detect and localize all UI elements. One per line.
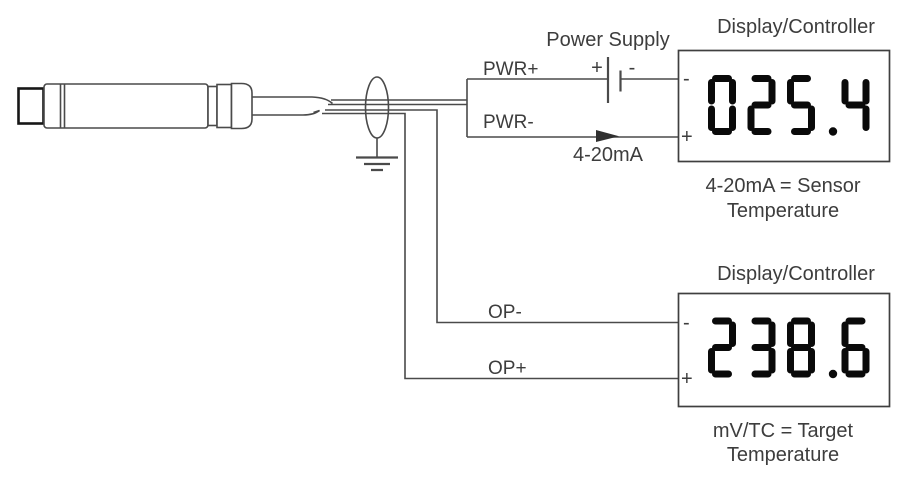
sensor-collar <box>216 83 233 129</box>
op-plus-label: OP+ <box>488 358 527 379</box>
display-1-minus-terminal: - <box>683 68 690 90</box>
display-controller-1: Display/Controller - + 4-20mA = Sensor T… <box>677 16 891 222</box>
sensor-band <box>207 85 218 127</box>
display-controller-2: Display/Controller - + mV/TC = Target Te… <box>677 263 891 466</box>
display-1-plus-terminal: + <box>681 126 693 148</box>
display-1-caption-line2: Temperature <box>727 200 839 222</box>
op-plus-wire <box>322 112 678 380</box>
battery-plus-label: + <box>591 57 603 79</box>
display-2-caption-line1: mV/TC = Target <box>713 420 854 442</box>
display-2-seven-segment-value <box>708 317 870 379</box>
display-1-title: Display/Controller <box>717 16 875 38</box>
sensor-body <box>43 83 209 129</box>
battery-minus-label: - <box>629 57 636 79</box>
power-supply-label: Power Supply <box>546 29 669 51</box>
pwr-minus-label: PWR- <box>483 112 534 133</box>
cable-gland <box>230 82 253 130</box>
display-2-plus-terminal: + <box>681 368 693 390</box>
cable-outline-bottom <box>252 109 321 116</box>
earth-ground-icon <box>356 156 398 172</box>
sensor-body-ring <box>59 84 66 128</box>
current-loop-label: 4-20mA <box>573 144 644 166</box>
sensor-probe-icon <box>17 82 334 130</box>
display-2-caption-line2: Temperature <box>727 444 839 466</box>
shield-and-ground <box>356 76 398 172</box>
display-1-seven-segment-value <box>708 75 870 136</box>
op-minus-label: OP- <box>488 302 522 323</box>
display-2-title: Display/Controller <box>717 263 875 285</box>
op-minus-wire <box>325 109 678 324</box>
pwr-plus-label: PWR+ <box>483 59 538 80</box>
cable-shield-icon <box>364 76 390 139</box>
pwr-pair-wire <box>328 99 467 106</box>
sensor-tip <box>17 87 45 125</box>
power-supply: Power Supply + - <box>546 29 670 103</box>
cable-outline-top <box>252 96 334 105</box>
display-1-caption-line1: 4-20mA = Sensor <box>705 175 860 197</box>
wiring <box>322 78 678 380</box>
display-2-minus-terminal: - <box>683 312 690 334</box>
current-direction-arrow-icon <box>596 130 619 142</box>
